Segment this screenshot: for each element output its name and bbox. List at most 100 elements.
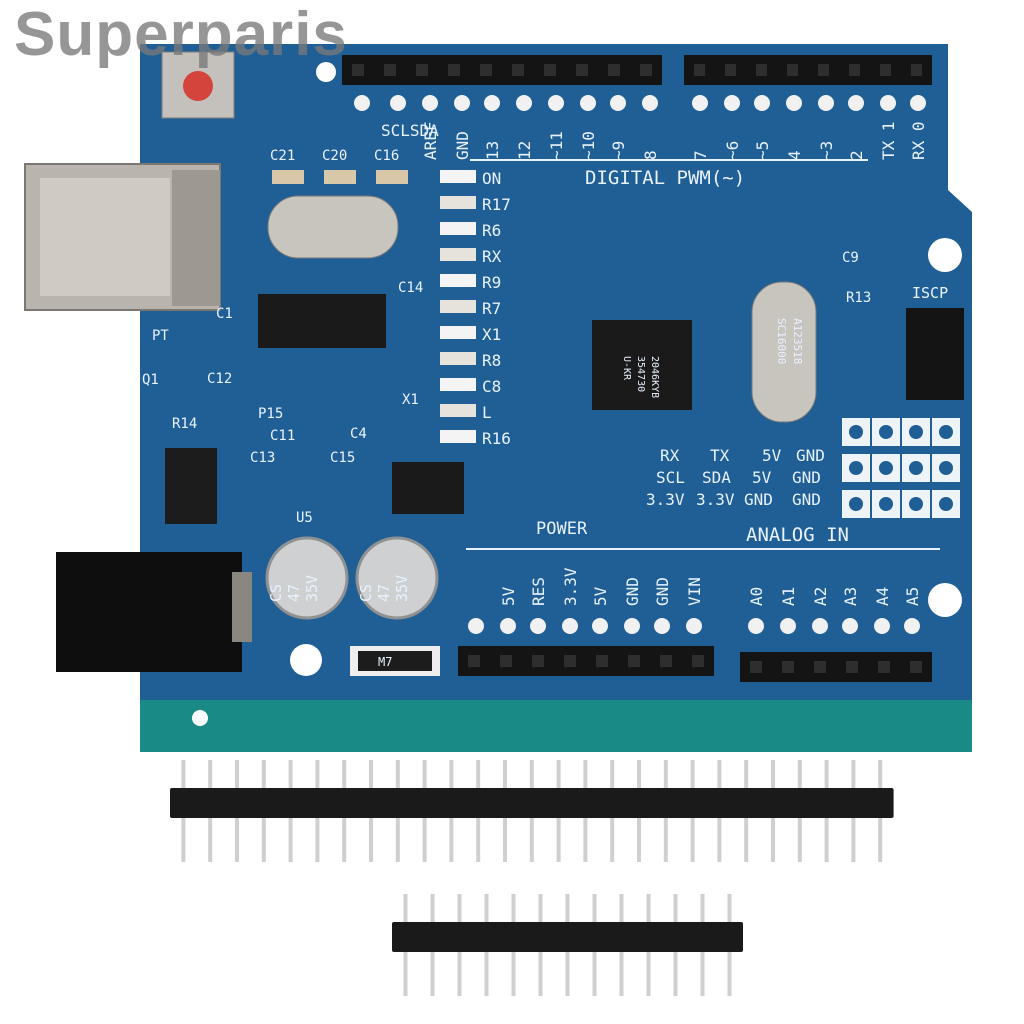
pin — [610, 818, 615, 862]
pin-pad — [548, 95, 564, 111]
pin-pad — [842, 618, 858, 634]
component-label: Q1 — [142, 372, 159, 388]
digital-header-low — [684, 55, 932, 85]
pin-label: GND — [453, 131, 472, 160]
pin — [235, 818, 239, 862]
component-label: C20 — [322, 148, 347, 164]
bus-pad-hole — [909, 425, 923, 439]
header-socket — [846, 661, 858, 673]
pin-label: ~6 — [723, 141, 742, 160]
electrolytic-capacitor — [265, 536, 349, 620]
pin — [449, 760, 454, 788]
icsp-header — [906, 308, 964, 400]
bus-pad-hole — [909, 461, 923, 475]
component-label: ON — [482, 169, 501, 188]
crystal-marking: SC16000 — [775, 318, 788, 364]
pin — [261, 818, 266, 862]
header-socket — [878, 661, 890, 673]
pin — [538, 952, 543, 996]
capacitor-marking: 47 — [285, 584, 303, 602]
pin — [422, 818, 427, 862]
bus-pad-grid — [842, 418, 960, 518]
pin-label: 7 — [691, 150, 710, 160]
analog-pin-label: A0 — [747, 587, 766, 606]
bus-pad-hole — [879, 425, 893, 439]
bus-pad-hole — [849, 425, 863, 439]
header-socket — [640, 64, 652, 76]
pin-pad — [500, 618, 516, 634]
header-socket — [910, 661, 922, 673]
pin — [619, 894, 624, 922]
bus-pad-hole — [909, 497, 923, 511]
smd-part — [440, 326, 476, 339]
bus-label: 5V — [762, 446, 782, 465]
mount-hole — [192, 710, 208, 726]
pin-pad — [904, 618, 920, 634]
pin — [565, 894, 570, 922]
component-label: R8 — [482, 351, 501, 370]
power-header — [458, 646, 714, 676]
component-label: C9 — [842, 250, 859, 266]
pin — [690, 818, 695, 862]
pin — [288, 818, 293, 862]
pin-pad — [624, 618, 640, 634]
pin-label: TX 1 — [879, 121, 898, 160]
pin-pad — [754, 95, 770, 111]
header-socket — [448, 64, 460, 76]
header-socket — [416, 64, 428, 76]
header-socket — [576, 64, 588, 76]
bus-label: SCL — [656, 468, 685, 487]
smd-part — [440, 300, 476, 313]
header-socket — [608, 64, 620, 76]
pin-pad — [812, 618, 828, 634]
component-label: C11 — [270, 428, 295, 444]
component-label: C4 — [350, 426, 367, 442]
usb-b-connector — [24, 163, 221, 311]
component-label: R6 — [482, 221, 501, 240]
bus-label: GND — [744, 490, 773, 509]
header-socket — [384, 64, 396, 76]
pin — [824, 818, 829, 862]
bus-label: 3.3V — [696, 490, 735, 509]
pin — [700, 952, 705, 996]
pin-label: 13 — [483, 141, 502, 160]
pin — [637, 760, 641, 788]
bus-pad-hole — [939, 425, 953, 439]
component-label: C13 — [250, 450, 275, 466]
header-socket — [480, 64, 492, 76]
pin — [288, 760, 293, 788]
pin — [717, 760, 722, 788]
capacitor-marking: 35V — [393, 575, 411, 602]
dc-power-jack — [56, 552, 252, 672]
header-socket — [692, 655, 704, 667]
pin — [369, 818, 373, 862]
header-socket — [725, 64, 736, 76]
bus-pad-hole — [939, 497, 953, 511]
mount-hole — [928, 583, 962, 617]
pin — [556, 818, 561, 862]
pin — [476, 818, 481, 862]
pin — [727, 894, 732, 922]
header-socket — [787, 64, 798, 76]
pin — [878, 760, 883, 788]
pin — [771, 760, 775, 788]
pin — [395, 818, 400, 862]
pin — [700, 894, 705, 922]
electrolytic-capacitor — [355, 536, 439, 620]
pin — [430, 952, 435, 996]
pin-strip-body — [170, 788, 894, 818]
usb-serial-chip — [258, 294, 386, 348]
header-socket — [911, 64, 922, 76]
component-label: C14 — [398, 280, 423, 296]
regulator-marking: M7 — [378, 655, 392, 669]
mount-hole — [290, 644, 322, 676]
board-edge-strip — [140, 690, 972, 752]
header-socket — [544, 64, 556, 76]
pin-pad — [786, 95, 802, 111]
pin — [511, 894, 516, 922]
smd-capacitor — [272, 170, 304, 184]
component-label: L — [482, 403, 492, 422]
header-socket — [694, 64, 705, 76]
component-label: X1 — [482, 325, 501, 344]
crystal-oscillator — [751, 281, 817, 423]
